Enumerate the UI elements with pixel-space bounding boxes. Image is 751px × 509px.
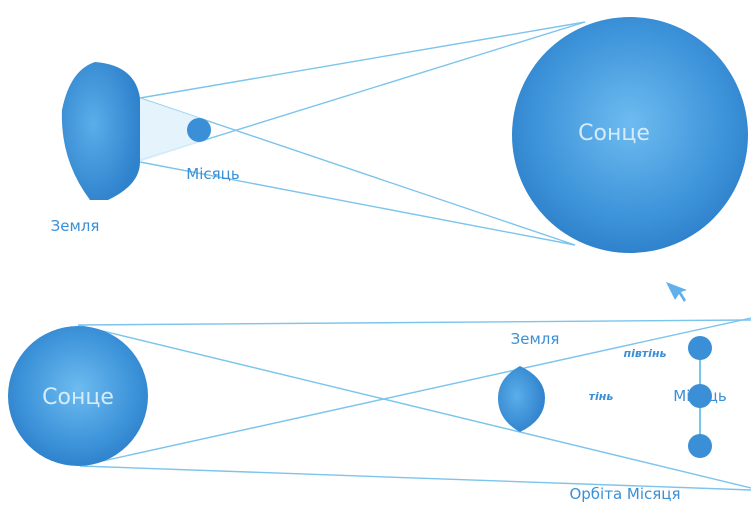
ray-line: [79, 317, 751, 467]
ray-line: [139, 161, 576, 246]
penumbra-label: півтінь: [623, 347, 666, 360]
sun-circle: [8, 326, 148, 466]
earth-label: Земля: [511, 330, 560, 348]
moon-circle-middle: [688, 384, 712, 408]
ray-line: [139, 97, 576, 246]
ray-line: [139, 21, 586, 161]
sun-rays-bottom: [77, 317, 751, 491]
ray-line: [77, 324, 751, 489]
earth-shape: [61, 62, 140, 200]
ray-line: [77, 319, 751, 326]
umbra-label: тінь: [589, 390, 614, 403]
sun-label: Сонце: [42, 385, 114, 410]
moon-circle: [187, 118, 211, 142]
earth-label: Земля: [51, 217, 100, 235]
moon-label: Місяць: [186, 165, 239, 183]
sun-circle: [512, 17, 748, 253]
cursor-arrow-icon: [666, 282, 687, 302]
earth-shape: [498, 366, 545, 432]
lunar-eclipse-panel: Сонце Земля півтінь тінь Місяць Орбіта М…: [8, 282, 751, 503]
moon-circle-bottom: [688, 434, 712, 458]
moon-shadow-cone: [140, 98, 200, 162]
sun-label: Сонце: [578, 121, 650, 146]
orbit-label: Орбіта Місяця: [569, 485, 680, 503]
moon-label: Місяць: [673, 387, 726, 405]
ray-line: [79, 465, 751, 491]
sun-rays-top: [139, 21, 586, 246]
ray-line: [139, 21, 586, 99]
moon-circle-top: [688, 336, 712, 360]
solar-eclipse-panel: Сонце Місяць Земля: [51, 17, 748, 253]
